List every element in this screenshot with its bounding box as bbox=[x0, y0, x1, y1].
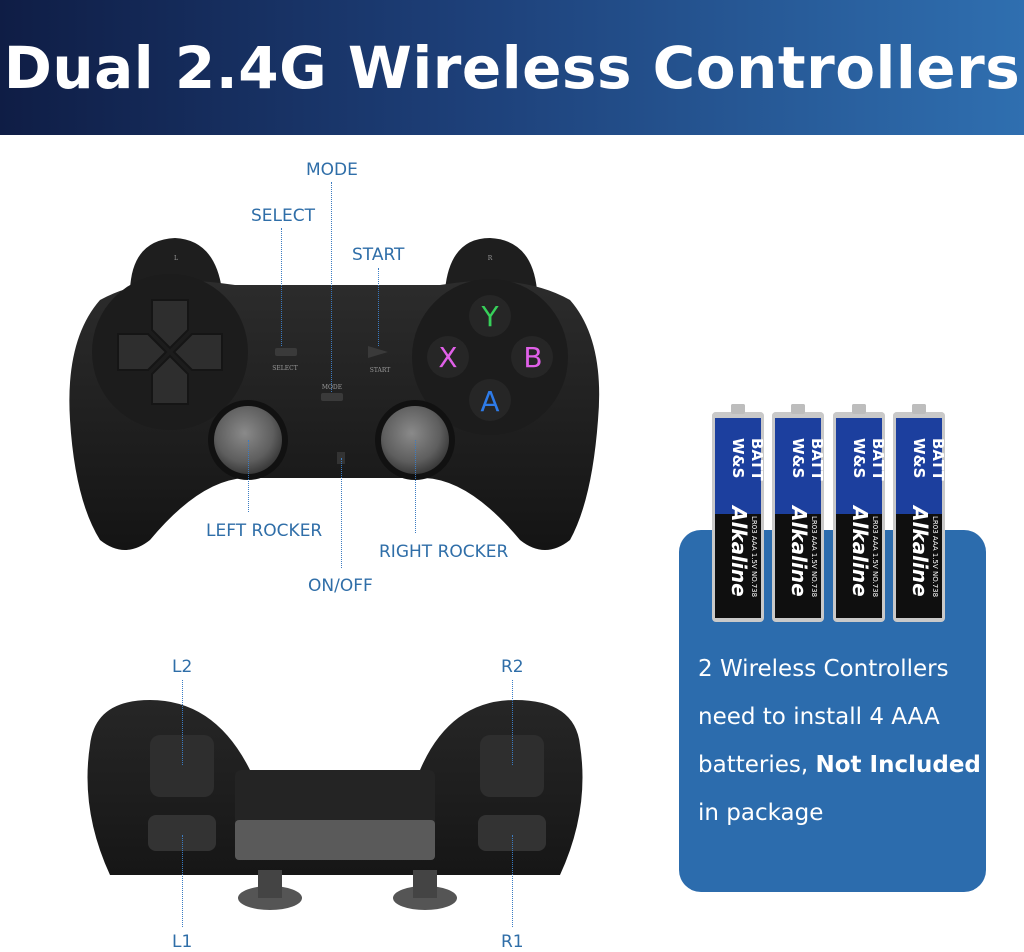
select-button-shape bbox=[275, 348, 297, 356]
r1-leader-line bbox=[512, 835, 513, 927]
info-line-2: need to install 4 AAA bbox=[698, 704, 940, 730]
battery-1-type: Alkaline bbox=[727, 504, 751, 597]
select-label: SELECT bbox=[251, 206, 315, 226]
right-shoulder-top bbox=[445, 238, 537, 290]
info-line-1: 2 Wireless Controllers bbox=[698, 656, 949, 682]
battery-3-type: Alkaline bbox=[848, 504, 872, 597]
select-leader-line bbox=[281, 228, 282, 346]
on-off-label: ON/OFF bbox=[308, 576, 373, 596]
battery-2-fine: LR03 AAA 1.5V NO.738 bbox=[810, 516, 818, 597]
left-rocker-label: LEFT ROCKER bbox=[206, 521, 323, 541]
on-off-leader-line bbox=[341, 458, 342, 568]
start-leader-line bbox=[378, 268, 379, 346]
print-start: START bbox=[370, 367, 391, 374]
header-banner: Dual 2.4G Wireless Controllers bbox=[0, 0, 1024, 135]
page-title: Dual 2.4G Wireless Controllers bbox=[3, 33, 1021, 102]
l2-trigger-shape bbox=[150, 735, 214, 797]
battery-3-fine: LR03 AAA 1.5V NO.738 bbox=[871, 516, 879, 597]
info-line-3: batteries, Not Included bbox=[698, 741, 988, 789]
r2-trigger-shape bbox=[480, 735, 544, 797]
info-line-4: in package bbox=[698, 800, 824, 826]
mode-leader-line bbox=[331, 182, 332, 392]
battery-2-type: Alkaline bbox=[787, 504, 811, 597]
l1-bumper-shape bbox=[148, 815, 216, 851]
battery-2-brand: W&S bbox=[789, 438, 807, 478]
start-label: START bbox=[352, 245, 405, 265]
battery-4-brand2: BATT bbox=[929, 438, 947, 481]
battery-4-brand: W&S bbox=[910, 438, 928, 478]
face-button-y: Y bbox=[480, 300, 499, 333]
l1-label: L1 bbox=[172, 932, 193, 952]
face-button-b: B bbox=[523, 341, 542, 374]
print-select: SELECT bbox=[272, 365, 297, 372]
battery-3-brand: W&S bbox=[850, 438, 868, 478]
right-rocker-label: RIGHT ROCKER bbox=[379, 542, 509, 562]
print-r: R bbox=[488, 255, 493, 262]
right-rocker-leader-line bbox=[415, 440, 416, 533]
l1-leader-line bbox=[182, 835, 183, 927]
battery-1-brand: W&S bbox=[729, 438, 747, 478]
r2-label: R2 bbox=[501, 657, 524, 677]
r1-label: R1 bbox=[501, 932, 524, 952]
r2-leader-line bbox=[512, 680, 513, 765]
not-included-text: Not Included bbox=[815, 752, 981, 778]
battery-2-brand2: BATT bbox=[808, 438, 826, 481]
l2-label: L2 bbox=[172, 657, 193, 677]
dpad-icon bbox=[117, 299, 223, 405]
print-l: L bbox=[174, 255, 178, 262]
battery-1-fine: LR03 AAA 1.5V NO.738 bbox=[750, 516, 758, 597]
battery-3-brand2: BATT bbox=[869, 438, 887, 481]
battery-4-fine: LR03 AAA 1.5V NO.738 bbox=[931, 516, 939, 597]
face-button-x: X bbox=[438, 341, 457, 374]
battery-4-type: Alkaline bbox=[908, 504, 932, 597]
l2-leader-line bbox=[182, 680, 183, 765]
r1-bumper-shape bbox=[478, 815, 546, 851]
battery-info-text: 2 Wireless Controllers need to install 4… bbox=[698, 645, 988, 837]
left-rocker-leader-line bbox=[248, 440, 249, 512]
battery-1-brand2: BATT bbox=[748, 438, 766, 481]
mode-label: MODE bbox=[306, 160, 358, 180]
face-button-a: A bbox=[480, 385, 499, 418]
face-buttons bbox=[427, 295, 553, 421]
mode-button-shape bbox=[321, 393, 343, 401]
start-button-shape bbox=[368, 346, 388, 358]
info-line-3-prefix: batteries, bbox=[698, 752, 816, 778]
print-mode: MODE bbox=[322, 384, 342, 391]
